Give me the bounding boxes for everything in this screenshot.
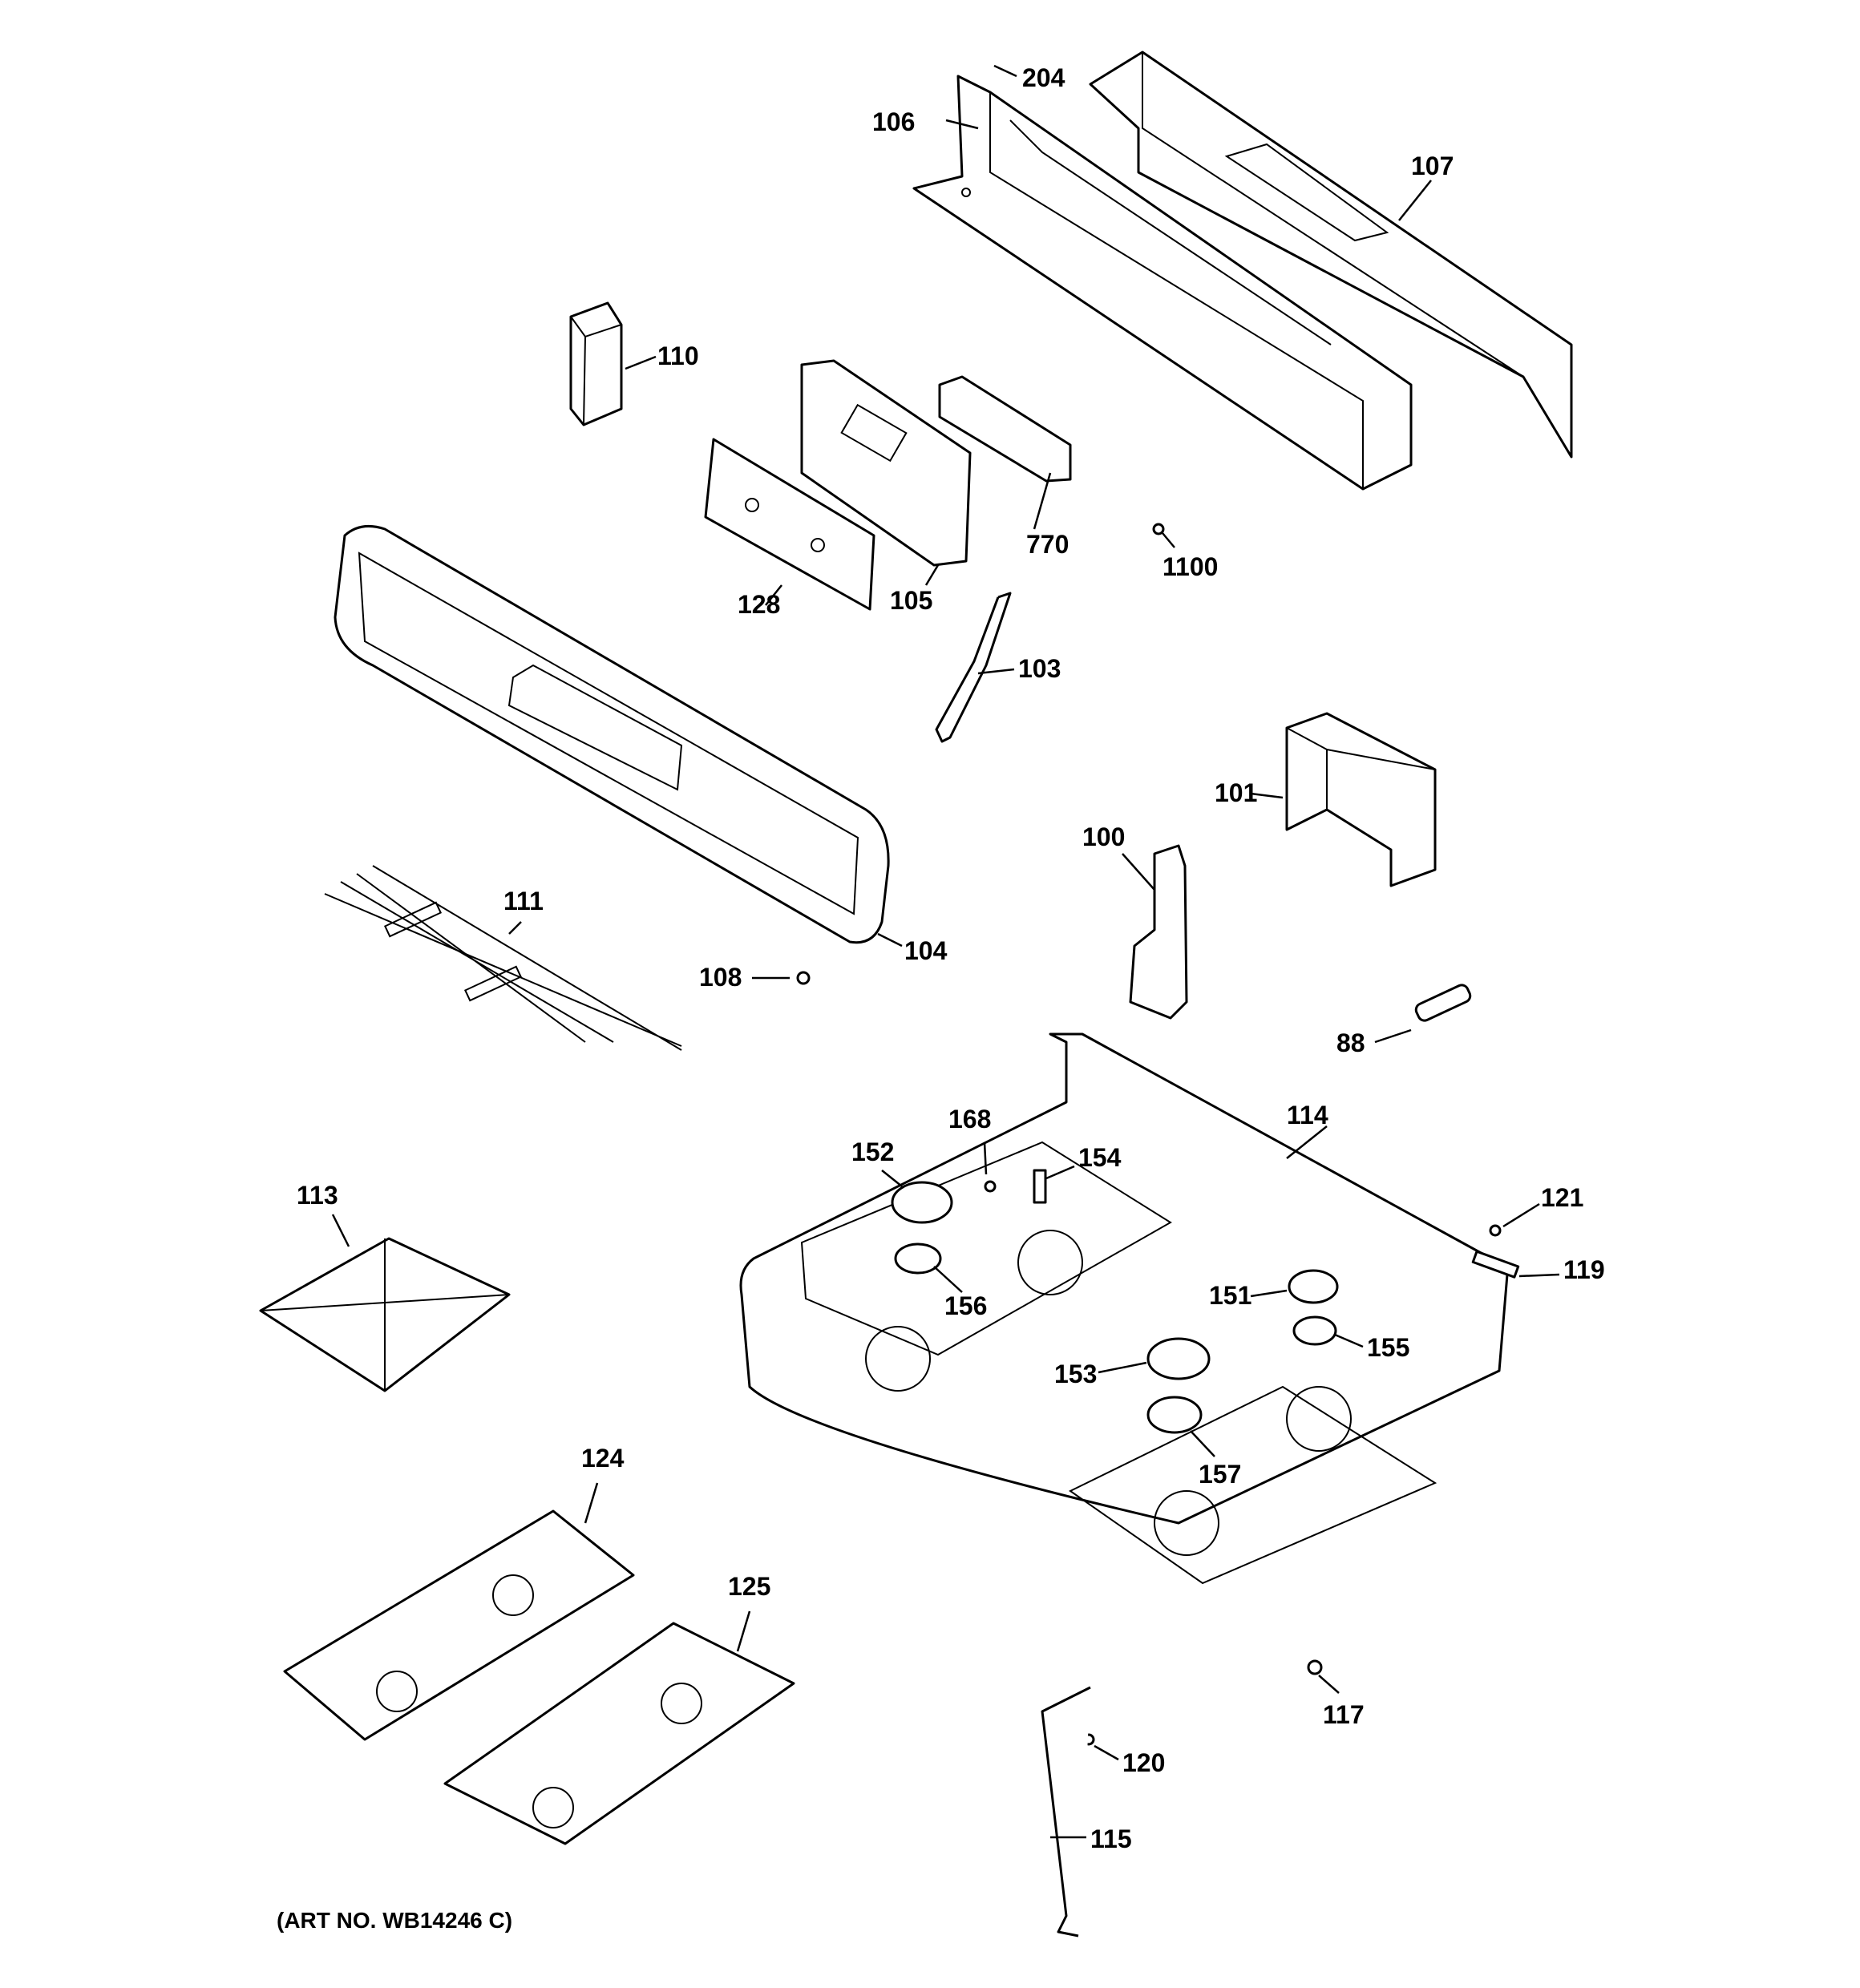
label-770: 770 <box>1026 530 1069 559</box>
part-153-burner-cap <box>1146 1337 1211 1380</box>
part-157-burner-head <box>1146 1396 1203 1434</box>
part-124-drip-pan <box>283 1509 635 1741</box>
label-117: 117 <box>1323 1700 1365 1729</box>
part-156-burner-head <box>894 1242 942 1275</box>
part-104-backguard <box>334 524 890 944</box>
label-108: 108 <box>699 963 742 992</box>
label-1100: 1100 <box>1162 552 1218 581</box>
part-125-drip-pan <box>443 1622 795 1845</box>
label-152: 152 <box>851 1137 894 1166</box>
part-121-screw <box>1489 1224 1502 1237</box>
label-119: 119 <box>1563 1255 1605 1284</box>
part-152-burner-cap <box>891 1181 953 1224</box>
label-110: 110 <box>657 341 699 370</box>
part-114-cooktop <box>739 1032 1509 1585</box>
part-111-wire-harness <box>324 865 682 1051</box>
label-156: 156 <box>944 1291 987 1320</box>
part-117-nut <box>1307 1659 1323 1675</box>
label-125: 125 <box>728 1572 770 1601</box>
part-labels: 204 106 107 110 770 105 128 1100 103 101… <box>277 63 1605 1933</box>
label-104: 104 <box>904 936 948 965</box>
part-113-grate <box>259 1237 511 1392</box>
label-155: 155 <box>1367 1333 1409 1362</box>
part-1100-screw <box>1152 523 1165 535</box>
label-103: 103 <box>1018 654 1061 683</box>
label-121: 121 <box>1541 1183 1583 1212</box>
part-108-screw <box>796 971 811 985</box>
part-168-clip <box>984 1180 997 1193</box>
part-110-module <box>569 301 623 426</box>
label-120: 120 <box>1122 1748 1165 1777</box>
label-151: 151 <box>1209 1281 1251 1310</box>
part-154-electrode <box>1033 1169 1047 1204</box>
label-100: 100 <box>1082 822 1125 851</box>
part-103-rod <box>935 592 1012 743</box>
label-88: 88 <box>1336 1028 1365 1057</box>
label-114: 114 <box>1287 1101 1328 1129</box>
part-770-bracket <box>938 375 1072 483</box>
part-115-rod <box>1041 1686 1091 1937</box>
part-107-top-cover <box>1089 51 1573 459</box>
label-111: 111 <box>503 887 544 915</box>
art-number: (ART NO. WB14246 C) <box>277 1908 512 1933</box>
label-128: 128 <box>738 590 780 619</box>
label-106: 106 <box>872 107 915 136</box>
label-153: 153 <box>1054 1360 1097 1388</box>
part-119-bracket <box>1471 1250 1520 1279</box>
part-105-control-board <box>800 359 972 567</box>
label-115: 115 <box>1090 1824 1132 1853</box>
part-101-box <box>1285 712 1437 887</box>
part-106-rear-bracket <box>912 75 1413 491</box>
label-157: 157 <box>1199 1460 1241 1489</box>
label-105: 105 <box>890 586 932 615</box>
label-168: 168 <box>948 1105 991 1133</box>
label-124: 124 <box>581 1444 625 1473</box>
label-107: 107 <box>1411 152 1454 180</box>
part-100-bracket <box>1129 844 1188 1020</box>
label-204: 204 <box>1022 63 1065 92</box>
part-88-clip <box>1414 984 1472 1022</box>
label-101: 101 <box>1215 778 1257 807</box>
part-128-overlay-panel <box>704 438 875 611</box>
part-151-burner-cap <box>1288 1269 1339 1304</box>
leader-lines <box>331 64 1560 1839</box>
part-155-burner-head <box>1292 1315 1337 1346</box>
label-113: 113 <box>297 1181 338 1210</box>
label-154: 154 <box>1078 1143 1122 1172</box>
